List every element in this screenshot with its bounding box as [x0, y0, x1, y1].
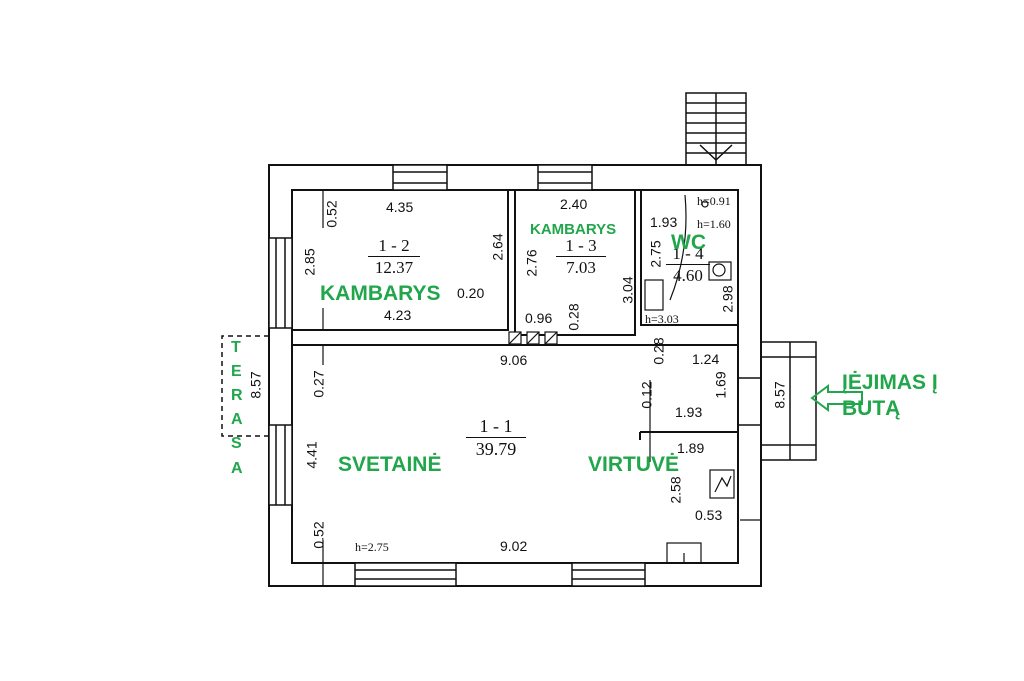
room-1-3-area: 7.03 — [556, 255, 606, 278]
room-1-4-area: 4.60 — [666, 263, 710, 286]
dim-r13-bottom: 0.96 — [525, 310, 553, 326]
toilet-icon — [712, 263, 726, 277]
dim-wc-inner2: 2.75 — [647, 240, 664, 268]
dim-hall-vert: 1.69 — [712, 371, 729, 399]
dim-wc-inner1: 1.93 — [650, 214, 678, 230]
wc-height-bottom: h=3.03 — [645, 312, 679, 326]
room-1-1-area: 39.79 — [466, 436, 526, 460]
ventilation-shafts — [508, 331, 558, 345]
dim-r13-right: 3.04 — [619, 276, 636, 304]
window-top-1 — [392, 164, 448, 191]
dim-living-left: 4.41 — [303, 441, 320, 469]
wc-fixtures — [644, 194, 732, 311]
dim-r12-left: 2.85 — [301, 248, 318, 276]
sink-icon — [644, 279, 664, 311]
dim-hall-left: 0.12 — [638, 381, 655, 409]
room-1-4-id: 1 - 4 4.60 — [666, 244, 710, 285]
terrace-letter-5: S — [231, 435, 242, 452]
windows — [268, 164, 646, 587]
dim-r13-left: 2.76 — [523, 249, 540, 277]
terrace-letter-3: R — [231, 387, 243, 404]
dim-hall-mid: 1.93 — [675, 404, 703, 420]
terrace-letter-2: E — [231, 363, 242, 380]
terrace-letter-1: T — [231, 339, 241, 356]
room-1-3-number: 1 - 3 — [565, 236, 597, 255]
room-1-4-label: WC — [671, 231, 706, 254]
dim-r12-right: 2.64 — [489, 233, 506, 261]
dim-r12-step: 0.20 — [457, 285, 485, 301]
living-height: h=2.75 — [355, 540, 389, 554]
room-1-3-label: KAMBARYS — [530, 221, 617, 238]
dim-r12-top: 4.35 — [386, 199, 414, 215]
dim-hall-small: 0.28 — [650, 337, 667, 365]
wc-height-top: h=0.91 — [697, 194, 731, 208]
dim-r13-top: 2.40 — [560, 196, 588, 212]
room-1-2-id: 1 - 2 12.37 — [368, 236, 420, 277]
room-1-4-number: 1 - 4 — [672, 244, 704, 263]
walls — [268, 164, 762, 587]
dim-living-top: 9.06 — [500, 352, 528, 368]
room-1-2-number: 1 - 2 — [378, 236, 410, 255]
room-1-2-label: KAMBARYS — [320, 282, 441, 305]
room-1-1-number: 1 - 1 — [479, 416, 513, 436]
terrace-letter-6: A — [231, 460, 243, 477]
living-room-label: SVETAINĖ — [338, 453, 442, 476]
dim-r13-small: 0.28 — [565, 303, 582, 331]
kitchen-label: VIRTUVĖ — [588, 453, 680, 476]
dim-r12-bottom: 4.23 — [384, 307, 412, 323]
dim-hall-top: 1.24 — [692, 351, 720, 367]
dim-living-bottom: 9.02 — [500, 538, 528, 554]
window-top-2 — [537, 164, 593, 191]
dim-r12-left-top: 0.52 — [323, 200, 340, 228]
room-1-4-walls — [640, 189, 739, 326]
window-left-1 — [268, 237, 293, 329]
terrace-letter-4: A — [231, 411, 243, 428]
window-bottom-1 — [354, 562, 457, 587]
entrance-label-line1: ĮĖJIMAS Į — [842, 371, 938, 394]
room-1-3-id: 1 - 3 7.03 — [556, 236, 606, 277]
terrace-dimension: 8.57 — [247, 371, 264, 399]
entrance-label-line2: BUTĄ — [842, 397, 901, 420]
stairs — [685, 92, 747, 166]
dim-wc-right: 2.98 — [719, 285, 736, 313]
window-left-2 — [268, 424, 293, 506]
window-bottom-2 — [571, 562, 646, 587]
room-1-1-id: 1 - 1 39.79 — [466, 416, 526, 459]
kitchen-fixtures — [666, 469, 735, 564]
dim-kitchen-small: 0.53 — [695, 507, 723, 523]
wc-height-mid: h=1.60 — [697, 217, 731, 231]
dim-living-left-bottom: 0.52 — [310, 521, 327, 549]
room-1-2-area: 12.37 — [368, 255, 420, 278]
dim-entrance: 8.57 — [771, 381, 788, 409]
stove-icon — [709, 469, 735, 499]
dimension-lines — [322, 190, 760, 586]
dim-kitchen-vert: 2.58 — [667, 476, 684, 504]
dim-kitchen-top: 1.89 — [677, 440, 705, 456]
entrance-arrow-icon — [810, 384, 863, 412]
dim-living-left-top: 0.27 — [310, 370, 327, 398]
